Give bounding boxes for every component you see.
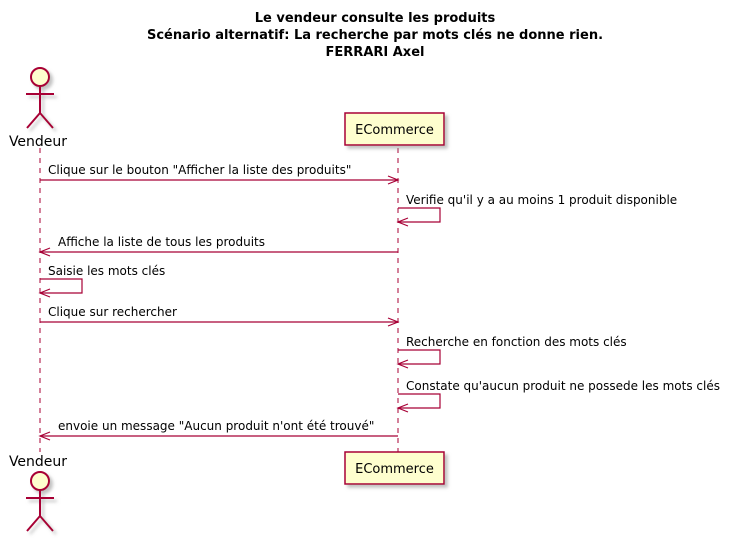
arrow-head <box>396 359 409 369</box>
message-5: Clique sur rechercher <box>40 305 400 327</box>
message-6: Recherche en fonction des mots clés <box>396 335 627 369</box>
arrow-head <box>38 288 51 298</box>
arrow-head <box>387 317 400 327</box>
actor-bottom-figure <box>26 471 54 532</box>
arrow-head <box>387 175 400 185</box>
actor-top-figure <box>26 67 54 129</box>
message-7: Constate qu'aucun produit ne possede les… <box>396 379 720 413</box>
arrow-head <box>38 431 51 441</box>
diagram-title-line-2: Scénario alternatif: La recherche par mo… <box>147 28 603 43</box>
diagram-title-line-1: Le vendeur consulte les produits <box>255 11 496 26</box>
self-message-arrow <box>398 393 441 409</box>
message-1: Clique sur le bouton "Afficher la liste … <box>40 163 400 185</box>
message-3: Affiche la liste de tous les produits <box>38 235 398 257</box>
message-label: Affiche la liste de tous les produits <box>58 235 265 249</box>
message-label: envoie un message "Aucun produit n'ont é… <box>58 419 374 433</box>
self-message-arrow <box>398 207 441 223</box>
self-message-arrow <box>40 278 83 294</box>
system-bottom-label: ECommerce <box>355 462 434 477</box>
message-label: Clique sur le bouton "Afficher la liste … <box>48 163 351 177</box>
diagram-title-line-3: FERRARI Axel <box>326 45 425 60</box>
message-label: Saisie les mots clés <box>48 264 165 278</box>
arrow-head <box>396 217 409 227</box>
message-label: Clique sur rechercher <box>48 305 177 319</box>
message-label: Recherche en fonction des mots clés <box>406 335 627 349</box>
system-top-label: ECommerce <box>355 123 434 138</box>
actor-bottom-label: Vendeur <box>9 454 67 470</box>
message-4: Saisie les mots clés <box>38 264 165 298</box>
message-label: Verifie qu'il y a au moins 1 produit dis… <box>406 193 677 207</box>
system-top-box <box>344 112 445 146</box>
actor-top-label: Vendeur <box>9 134 67 150</box>
system-bottom-box <box>344 451 445 485</box>
messages-layer: Clique sur le bouton "Afficher la liste … <box>38 163 720 441</box>
message-label: Constate qu'aucun produit ne possede les… <box>406 379 720 393</box>
message-8: envoie un message "Aucun produit n'ont é… <box>38 419 398 441</box>
message-2: Verifie qu'il y a au moins 1 produit dis… <box>396 193 677 227</box>
arrow-head <box>396 403 409 413</box>
arrow-head <box>38 247 51 257</box>
self-message-arrow <box>398 349 441 365</box>
